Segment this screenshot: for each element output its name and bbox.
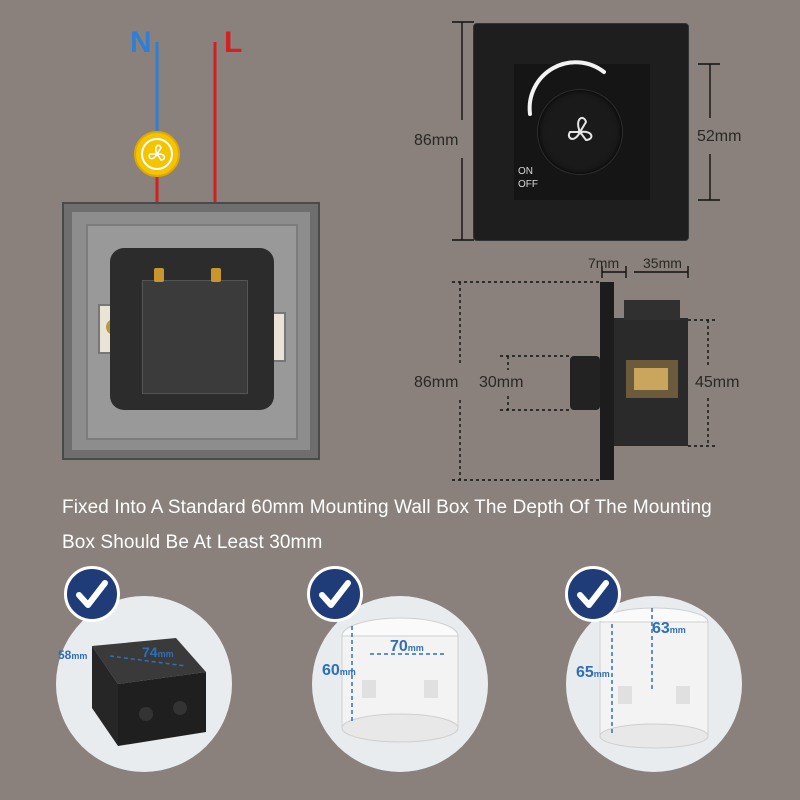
box-2-height-label: 60mm [322, 662, 356, 679]
side-depth-7-label: 7mm [588, 255, 620, 271]
box-round-wide-circle [312, 596, 488, 772]
box-2-width-label: 70mm [390, 638, 424, 655]
side-knob-label: 30mm [479, 374, 524, 391]
box-1-height-label: 58mm [58, 648, 88, 662]
fan-icon [568, 116, 593, 142]
caption-line-1: Fixed Into A Standard 60mm Mounting Wall… [62, 497, 712, 518]
switch-back-plate [62, 202, 320, 460]
front-height-label: 86mm [414, 132, 459, 149]
box-2-check-badge [307, 566, 363, 622]
level-arc [527, 60, 606, 116]
box-square-circle [56, 596, 232, 772]
box-3-width-label: 63mm [652, 620, 686, 637]
terminal-n [154, 268, 164, 282]
front-inner-label: 52mm [697, 128, 742, 145]
check-icon [319, 580, 351, 608]
side-height-label: 86mm [414, 374, 459, 391]
box-round-tall-circle [566, 596, 742, 772]
check-icon [577, 580, 609, 608]
fan-load-icon [134, 131, 180, 177]
check-icon [76, 580, 108, 608]
on-label: ON [518, 166, 533, 177]
terminal-l [211, 268, 221, 282]
neutral-label: N [130, 26, 152, 59]
box-3-height-label: 65mm [576, 664, 610, 681]
front-plate: ON OFF [474, 24, 688, 240]
box-3-check-badge [565, 566, 621, 622]
box-1-width-label: 74mm [142, 644, 174, 660]
side-module-label: 45mm [695, 374, 740, 391]
live-label: L [224, 26, 243, 59]
caption-line-2: Box Should Be At Least 30mm [62, 532, 323, 553]
dimmer-knob[interactable] [538, 90, 622, 174]
side-depth-35-label: 35mm [643, 255, 682, 271]
front-dimension-lines [452, 21, 720, 241]
box-1-check-badge [64, 566, 120, 622]
side-view [452, 266, 716, 481]
off-label: OFF [518, 179, 538, 190]
